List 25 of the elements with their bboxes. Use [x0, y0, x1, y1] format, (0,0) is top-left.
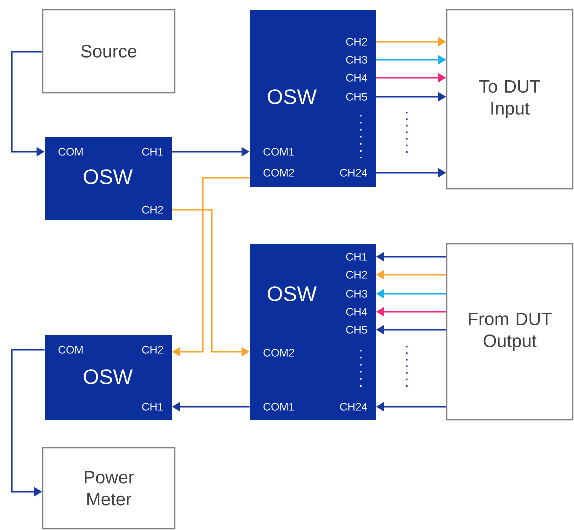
- port-label: CH1: [346, 253, 368, 261]
- port-label: CH2: [142, 346, 164, 354]
- port-label: CH2: [346, 271, 368, 279]
- port-label: COM1: [264, 403, 294, 411]
- port-label: COM2: [264, 349, 294, 357]
- port-label: CH4: [346, 308, 368, 316]
- port-label: COM: [58, 148, 83, 156]
- port-label: CH1: [142, 148, 164, 156]
- port-label: CH2: [142, 206, 164, 214]
- device-box: Power Meter: [42, 447, 176, 530]
- port-label: CH24: [340, 169, 368, 177]
- port-label: CH3: [346, 56, 368, 64]
- device-box: To DUT Input: [446, 9, 574, 190]
- port-label: COM: [58, 346, 83, 354]
- port-label: CH5: [346, 93, 368, 101]
- port-label: CH1: [142, 403, 164, 411]
- port-label: CH2: [346, 38, 368, 46]
- port-label: CH5: [346, 326, 368, 334]
- port-label: CH4: [346, 74, 368, 82]
- device-box: Source: [42, 9, 176, 94]
- port-label: COM2: [264, 169, 294, 177]
- port-label: COM1: [264, 148, 294, 156]
- port-label: CH3: [346, 290, 368, 298]
- port-label: CH24: [340, 403, 368, 411]
- device-box: From DUT Output: [446, 243, 574, 421]
